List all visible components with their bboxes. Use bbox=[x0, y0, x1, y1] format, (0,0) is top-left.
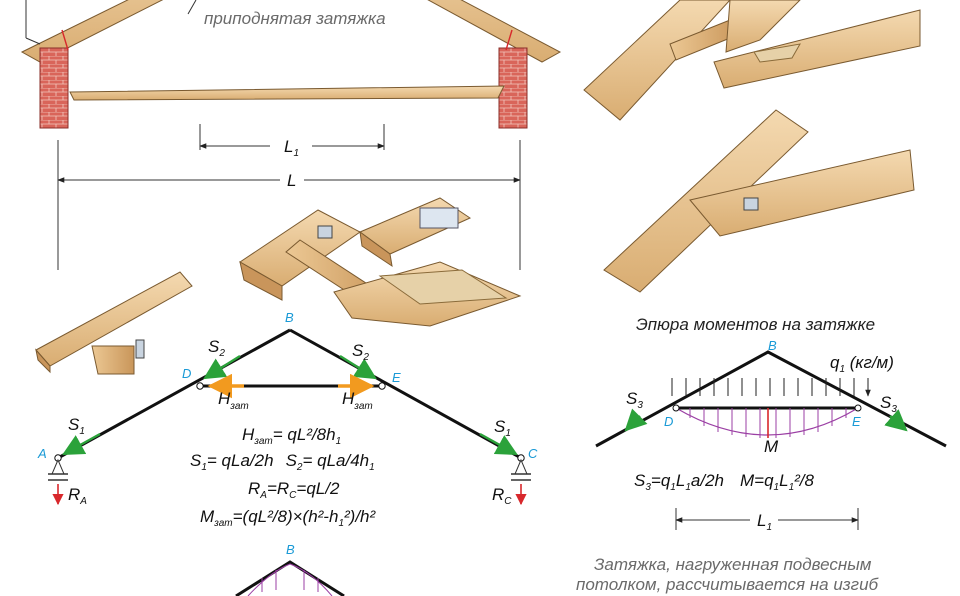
svg-text:S1: S1 bbox=[494, 417, 511, 439]
svg-text:C: C bbox=[528, 446, 538, 461]
svg-text:D: D bbox=[664, 414, 673, 429]
joint-illustration-center bbox=[239, 197, 522, 327]
force-s1-left bbox=[62, 432, 101, 456]
svg-text:S2: S2 bbox=[208, 337, 225, 359]
house-section: приподнятая затяжка bbox=[20, 0, 562, 129]
svg-text:Hзат: Hзат bbox=[342, 389, 373, 412]
svg-text:B: B bbox=[286, 542, 295, 557]
svg-text:D: D bbox=[182, 366, 191, 381]
moment-diagram: Эпюра моментов на затяжке B D E q1 (кг/м… bbox=[595, 315, 947, 533]
right-red-mark bbox=[505, 29, 513, 51]
svg-text:RA: RA bbox=[68, 485, 87, 507]
svg-text:A: A bbox=[37, 446, 47, 461]
ceiling-tie-beam bbox=[69, 85, 505, 101]
svg-text:L: L bbox=[287, 171, 296, 190]
svg-text:B: B bbox=[285, 310, 294, 325]
svg-text:L1: L1 bbox=[284, 137, 299, 159]
svg-text:S1: S1 bbox=[68, 415, 85, 437]
svg-text:RC: RC bbox=[492, 485, 512, 507]
leader-line bbox=[187, 0, 197, 15]
left-brick-wall bbox=[39, 47, 69, 129]
left-dimension-tick bbox=[25, 0, 41, 45]
dimension-l: L bbox=[58, 140, 520, 270]
right-brick-wall bbox=[498, 47, 528, 129]
joint-illustration-right bbox=[583, 0, 921, 293]
truss-scheme: B D E A C S2 S2 S1 S1 Hзат Hзат RA RC bbox=[37, 310, 538, 507]
svg-text:потолком, рассчитывается на из: потолком, рассчитывается на изгиб bbox=[576, 575, 880, 594]
svg-text:q1 (кг/м): q1 (кг/м) bbox=[830, 353, 894, 375]
caption: Затяжка, нагруженная подвесным потолком,… bbox=[576, 555, 880, 594]
moment-diagram-title: Эпюра моментов на затяжке bbox=[636, 315, 875, 334]
svg-text:B: B bbox=[768, 338, 777, 353]
left-red-mark bbox=[61, 29, 69, 51]
svg-text:Затяжка, нагруженная подвесным: Затяжка, нагруженная подвесным bbox=[594, 555, 872, 574]
svg-text:M: M bbox=[764, 437, 779, 456]
raised-tie-label: приподнятая затяжка bbox=[204, 9, 386, 28]
support-a bbox=[48, 458, 68, 506]
svg-text:S2: S2 bbox=[352, 341, 369, 363]
svg-text:S3: S3 bbox=[626, 389, 643, 411]
formula-h: Hзат= qL²/8h1 bbox=[242, 425, 341, 447]
formula-reactions: RA=RC=qL/2 bbox=[248, 479, 340, 501]
support-c bbox=[511, 458, 531, 506]
bottom-partial-diagram: B bbox=[235, 542, 345, 596]
svg-text:Hзат: Hзат bbox=[218, 389, 249, 412]
svg-text:E: E bbox=[392, 370, 401, 385]
formula-m: Mзат=(qL²/8)×(h²-h1²)/h² bbox=[200, 507, 377, 529]
joint-illustration-left bbox=[35, 271, 193, 375]
dimension-l1: L1 bbox=[200, 124, 384, 159]
svg-text:S3: S3 bbox=[880, 393, 897, 415]
svg-text:E: E bbox=[852, 414, 861, 429]
svg-text:L1: L1 bbox=[757, 511, 772, 533]
roof-right-rafter bbox=[427, 0, 562, 63]
force-s1-right bbox=[479, 432, 518, 456]
force-s2-left bbox=[203, 354, 241, 380]
roof-left-rafter bbox=[20, 0, 164, 63]
